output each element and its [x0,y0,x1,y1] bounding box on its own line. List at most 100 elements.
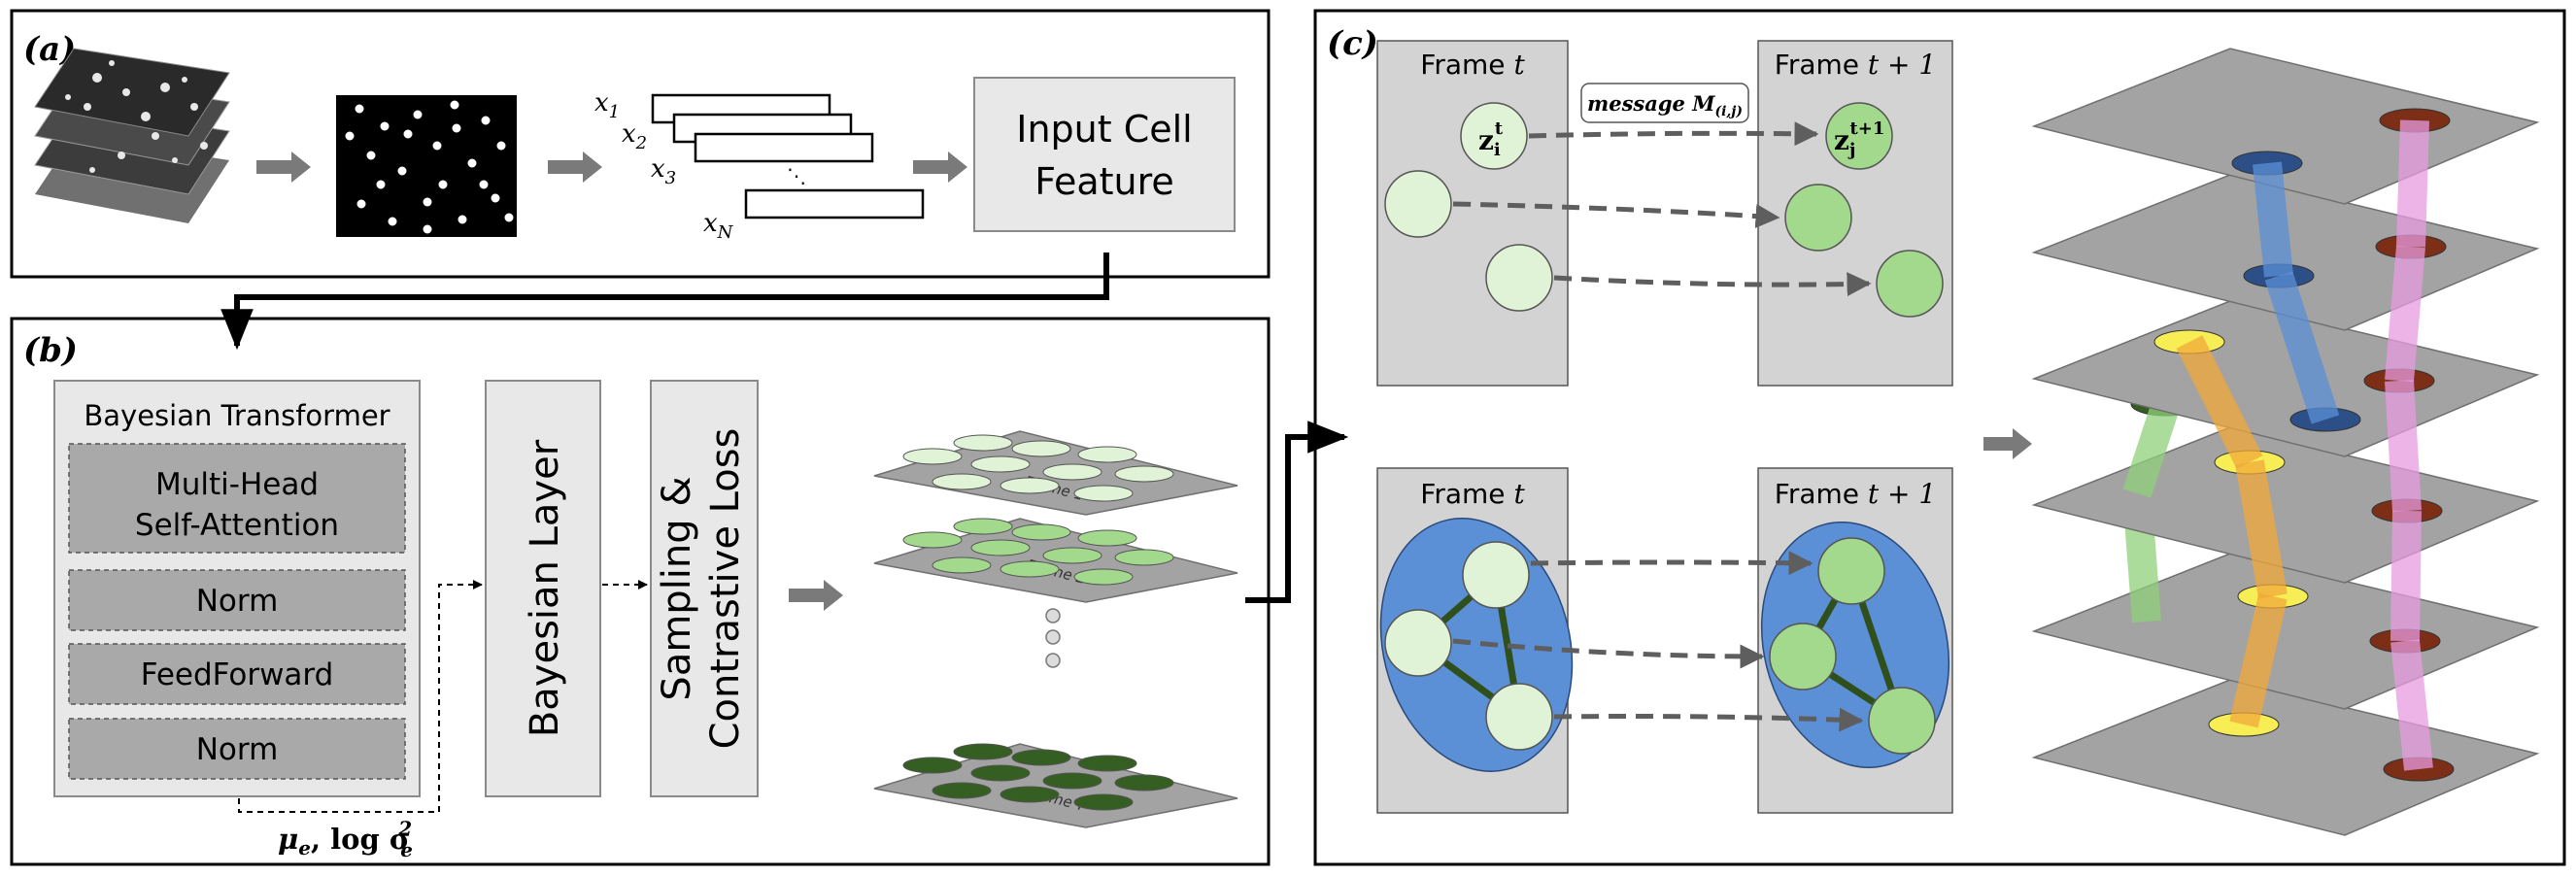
embedding-cell [970,455,1031,473]
arrow-icon [256,152,311,183]
panel-b: (b) Bayesian Transformer Multi-Head Self… [10,317,1271,866]
trajectory-stack [2031,48,2540,836]
track-tube [2385,245,2425,383]
transformer-to-bayesian-connector [238,580,483,813]
embedding-cell [1073,485,1134,502]
sampling-line1: Sampling & [655,476,699,700]
mask-cell [432,141,442,151]
cell-zi-node [1460,102,1528,170]
bayesian-layer-label: Bayesian Layer [523,439,567,737]
embedding-cell [1077,446,1137,463]
feature-vectors: x1 x2 x3 xN ⋱ [594,88,925,243]
embedding-cell [932,782,992,799]
panel-c-border [1313,9,2566,866]
embedding-cell [953,518,1013,535]
track-tube [2396,119,2429,248]
microscopy-stack-icon [34,48,230,223]
track-tube [2229,592,2288,728]
mask-cell [423,224,432,234]
frame-1-cells [902,434,1174,502]
cell-node [1384,170,1452,238]
norm-block-1 [68,569,406,631]
track-tube [2253,161,2293,278]
embedding-cell [1114,549,1174,566]
track-plane [2031,679,2540,836]
track-tube [2176,335,2263,469]
graph-node [1462,541,1530,609]
embedding-cell [1000,786,1060,803]
embedding-cell [1077,529,1137,547]
panel-c: (c) Frame t Frame t + 1 zit zjt+1 messag… [1313,9,2566,866]
ellipsis-dot [1045,629,1061,645]
mask-cell [356,199,366,209]
bayesian-layer-box [485,380,601,797]
cell-node [1485,244,1553,312]
embedding-cell [1011,523,1071,541]
track-plane [2031,48,2540,205]
panel-b-border [10,317,1271,866]
segmentation-mask-icon [336,95,517,237]
message-label: message M(i,j) [1587,91,1743,119]
embedding-cell [1011,440,1071,457]
frame-T-cells [902,743,1174,811]
graph-node [1384,609,1452,677]
arrow-icon [913,152,967,183]
panel-c-label: (c) [1327,24,1378,63]
track-tube [2264,271,2340,424]
link-arrow [1452,201,1780,228]
embedding-cell [970,764,1031,782]
embedding-cell [953,743,1013,760]
embedding-cell [1114,774,1174,792]
zi-label: zit [1478,118,1504,160]
track-tube [2122,399,2181,498]
embedding-cell [1073,793,1134,811]
track-plane [2031,426,2540,584]
mask-cell [450,100,459,110]
mask-cell [452,123,461,133]
panel-a-border [10,9,1271,279]
frame-2-cells [902,518,1174,586]
mask-cell [423,197,432,207]
frame-t1-bottom-label: Frame t + 1 [1775,478,1936,510]
graph-node [1769,623,1837,691]
embedding-cell [1073,568,1134,586]
mhsa-line1: Multi-Head [155,467,319,502]
arrow-icon [548,152,602,183]
mask-cell [481,116,491,125]
mask-cell [413,110,423,119]
embedding-cell [1042,772,1102,790]
cell-zj-node [1825,102,1893,170]
mask-cell [345,131,355,141]
graph-node [1485,683,1553,751]
link-arrow [1553,707,1864,732]
link-arrow [1553,272,1872,297]
embedding-cell [932,473,992,490]
mask-cell [458,215,467,224]
seq-x2: x2 [622,119,647,153]
embedding-cell [970,539,1031,556]
message-box [1580,83,1749,123]
mask-cell [479,180,489,189]
track-tube [2390,639,2433,771]
mask-cell [366,151,376,160]
mask-cell [403,129,413,139]
connector-a-to-b [220,253,1109,351]
seq-ellipsis: ⋱ [787,164,806,187]
norm-2-label: Norm [196,732,279,767]
embedding-cell [902,757,963,774]
link-arrow [1452,638,1765,669]
cell-node [1876,250,1944,318]
embedding-cell [953,434,1013,452]
sampling-contrastive-box [650,380,759,797]
track-tube [2385,380,2422,512]
bayesian-transformer-title: Bayesian Transformer [84,399,390,432]
ellipsis-dot [1045,653,1061,668]
embedding-cell [1077,755,1137,772]
mask-cell [376,180,386,189]
input-cell-feature-box [973,77,1236,232]
seq-x1: x1 [594,88,620,122]
norm-1-label: Norm [196,584,279,619]
arrow-icon [789,580,843,611]
embedding-cell [1000,560,1060,578]
